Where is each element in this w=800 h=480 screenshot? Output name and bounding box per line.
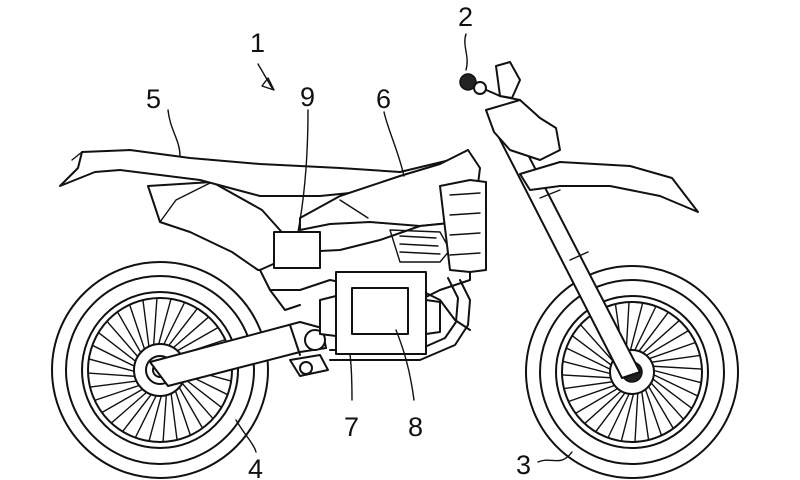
spoke: [646, 377, 685, 421]
spoke: [562, 360, 618, 376]
spoke: [561, 374, 618, 379]
label-seat: 5: [146, 84, 161, 114]
rear-tire-outer: [51, 261, 269, 479]
label-tank: 6: [376, 84, 391, 114]
spoke: [640, 384, 650, 441]
spoke: [579, 323, 618, 367]
spoke: [634, 311, 670, 358]
label-rear-wheel: 4: [248, 454, 263, 480]
front-rim-inner: [561, 301, 703, 443]
label-housing: 7: [344, 412, 359, 442]
rear-tire-inner: [65, 275, 255, 465]
label-control-unit: 9: [300, 82, 315, 112]
spoke: [565, 347, 617, 373]
spoke: [642, 341, 697, 362]
front-tire-inner: [539, 279, 725, 465]
spoke: [571, 334, 618, 370]
spoke: [631, 305, 657, 357]
spoke: [594, 386, 630, 433]
label-inner-module: 8: [408, 412, 423, 442]
spoke: [620, 386, 636, 442]
handlebar: [459, 61, 521, 101]
spoke: [637, 319, 681, 358]
spoke: [646, 374, 693, 410]
inner-module-box: [351, 287, 409, 335]
control-unit-box: [273, 231, 321, 269]
label-motorcycle: 1: [250, 28, 265, 58]
rear-rim: [81, 291, 239, 449]
housing-box: [335, 271, 427, 355]
front-wheel: [525, 265, 739, 479]
spoke: [647, 371, 699, 397]
radiator: [439, 179, 487, 273]
spoke: [646, 365, 703, 370]
spoke: [574, 384, 624, 415]
spoke: [567, 382, 622, 403]
spoke: [628, 302, 644, 358]
headlight-mask: [485, 99, 561, 161]
spoke: [634, 386, 639, 443]
spoke: [644, 354, 701, 364]
spoke: [583, 386, 627, 425]
spoke: [640, 329, 690, 360]
label-front-wheel: 3: [516, 450, 531, 480]
spoke: [644, 380, 675, 430]
front-rim: [555, 295, 709, 449]
leader-lines: [167, 33, 573, 463]
spoke: [646, 368, 702, 384]
spoke: [563, 380, 620, 390]
label-handlebar: 2: [458, 2, 473, 32]
spoke: [607, 387, 633, 439]
front-fork: [485, 99, 641, 379]
front-tire-outer: [525, 265, 739, 479]
front-fender: [519, 161, 699, 213]
spoke: [642, 382, 663, 437]
